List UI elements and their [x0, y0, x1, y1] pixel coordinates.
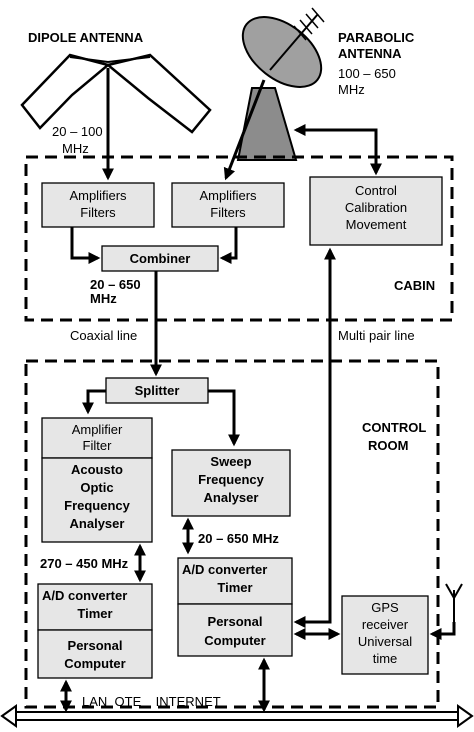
freq-20-label: 20 – 650 MHz — [198, 531, 279, 546]
sweep-analyser-box — [171, 449, 291, 517]
gps-line1: GPS — [371, 600, 399, 615]
amp1-to-combiner-arrow — [70, 227, 101, 264]
acousto-line1: Acousto — [71, 462, 123, 477]
pc-right-line1: Personal — [208, 614, 263, 629]
ad-left-line1: A/D converter — [42, 588, 127, 603]
parabolic-freq-1: 100 – 650 — [338, 66, 396, 81]
amp2-to-combiner-arrow — [219, 227, 238, 264]
amp1-line2: Filters — [80, 205, 116, 220]
pc-right-line2: Computer — [204, 633, 265, 648]
gps-line3: Universal — [358, 634, 412, 649]
control-calibration-box — [309, 176, 443, 246]
pc-left-line2: Computer — [64, 656, 125, 671]
control-line1: Control — [355, 183, 397, 198]
ampfilter-line1: Amplifier — [72, 422, 123, 437]
amp2-line1: Amplifiers — [199, 188, 257, 203]
parabolic-antenna-icon — [236, 7, 325, 161]
gps-receiver-box — [341, 595, 429, 675]
amplifiers-filters-box-2 — [171, 182, 285, 228]
multipair-line-arrow — [293, 247, 336, 628]
acousto-line4: Analyser — [70, 516, 125, 531]
acousto-optic-box — [41, 457, 153, 543]
combiner-freq-1: 20 – 650 — [90, 277, 141, 292]
gps-line4: time — [373, 651, 398, 666]
combiner-box — [101, 245, 219, 272]
ampfilter-line2: Filter — [83, 438, 113, 453]
acousto-line2: Optic — [80, 480, 113, 495]
control-line3: Movement — [346, 217, 407, 232]
gps-line2: receiver — [362, 617, 409, 632]
lan-bus — [0, 704, 474, 728]
control-room-label-1: CONTROL — [362, 420, 426, 435]
personal-computer-right-box — [177, 603, 293, 657]
control-line2: Calibration — [345, 200, 407, 215]
personal-computer-left-box — [37, 629, 153, 679]
freq-270-label: 270 – 450 MHz — [40, 556, 129, 571]
combiner-label: Combiner — [130, 251, 191, 266]
sweep-line1: Sweep — [210, 454, 251, 469]
ad-right-line1: A/D converter — [182, 562, 267, 577]
gps-antenna-to-receiver-arrow — [429, 622, 456, 640]
coaxial-label: Coaxial line — [70, 328, 137, 343]
cabin-label: CABIN — [394, 278, 435, 293]
parabolic-freq-2: MHz — [338, 82, 365, 97]
amp1-line1: Amplifiers — [69, 188, 127, 203]
pc-left-line1: Personal — [68, 638, 123, 653]
amplifiers-filters-box-1 — [41, 182, 155, 228]
combiner-freq-2: MHz — [90, 291, 117, 306]
splitter-to-sweep-arrow — [208, 389, 240, 447]
amp2-line2: Filters — [210, 205, 246, 220]
sweep-line2: Frequency — [198, 472, 265, 487]
ad-converter-right-box — [177, 557, 293, 605]
dipole-freq-2: MHz — [62, 141, 89, 156]
dipole-freq-1: 20 – 100 — [52, 124, 103, 139]
parabolic-title-2: ANTENNA — [338, 46, 402, 61]
parabolic-title-1: PARABOLIC — [338, 30, 415, 45]
ad-converter-left-box — [37, 583, 153, 631]
ad-right-line2: Timer — [217, 580, 252, 595]
lan-label: LAN OTE INTERNET — [82, 694, 221, 709]
gps-antenna-icon — [445, 583, 463, 622]
splitter-to-amp-arrow — [82, 389, 106, 415]
control-to-antenna-arrow — [293, 124, 382, 176]
cabin-boundary — [24, 155, 454, 322]
dipole-title: DIPOLE ANTENNA — [28, 30, 144, 45]
sweep-line3: Analyser — [204, 490, 259, 505]
parabolic-to-amp2-arrow — [223, 79, 266, 181]
dipole-antenna-icon — [20, 53, 212, 134]
multipair-label: Multi pair line — [338, 328, 415, 343]
splitter-label: Splitter — [135, 383, 180, 398]
control-room-label-2: ROOM — [368, 438, 408, 453]
acousto-line3: Frequency — [64, 498, 131, 513]
ad-left-line2: Timer — [77, 606, 112, 621]
